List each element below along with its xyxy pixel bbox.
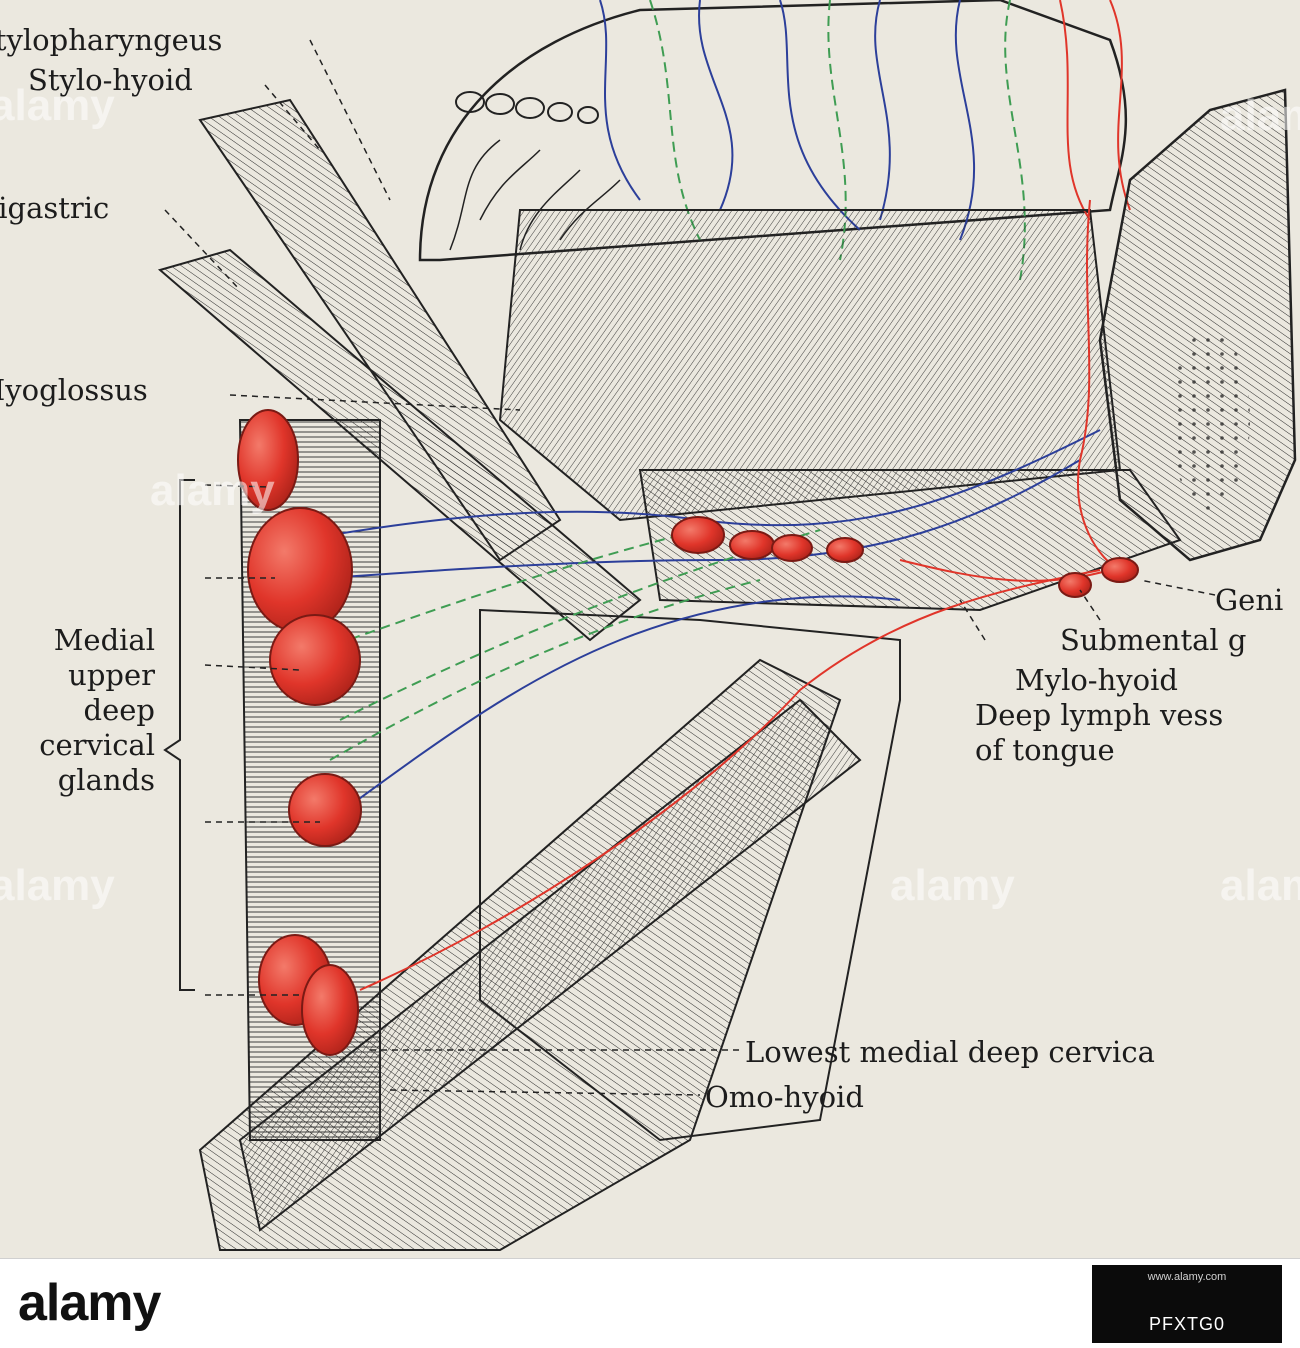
label-lowest: Lowest medial deep cervica: [745, 1035, 1155, 1069]
gland: [247, 507, 353, 633]
gland: [729, 530, 775, 560]
watermarks: alamy alamy alamy alamy alamy alamy: [0, 81, 1300, 910]
digastric-muscle: [157, 248, 642, 642]
gland: [288, 773, 362, 847]
label-stylopharyngeus: Stylopharyngeus: [0, 23, 222, 57]
gland: [671, 516, 725, 554]
gland: [301, 964, 359, 1056]
gland: [1101, 557, 1139, 583]
watermark: alamy: [0, 81, 115, 130]
gland: [771, 534, 813, 562]
label-mylo-hyoid: Mylo-hyoid: [1015, 663, 1178, 697]
label-submental: Submental g: [1060, 623, 1246, 657]
leader-lines: [164, 39, 1216, 1096]
label-glands: glands: [58, 763, 155, 797]
label-omo-hyoid: Omo-hyoid: [705, 1080, 864, 1114]
image-id: PFXTG0: [1148, 1314, 1225, 1334]
label-deep-lymph: Deep lymph vess: [975, 698, 1223, 732]
label-digastric: Digastric: [0, 191, 109, 225]
gland: [1058, 572, 1092, 598]
lymph-glands: [237, 409, 1139, 1056]
anatomical-plate: Stylopharyngeus Stylo-hyoid Digastric Hy…: [0, 0, 1300, 1251]
watermark: alamy: [150, 466, 275, 515]
label-genio: Geni: [1215, 583, 1283, 617]
label-stylo-hyoid: Stylo-hyoid: [28, 63, 193, 97]
gland: [269, 614, 361, 706]
stock-footer: alamy www.alamy.com PFXTG0: [0, 1258, 1300, 1348]
watermark: alamy: [890, 861, 1015, 910]
label-hyoglossus: Hyoglossus: [0, 373, 148, 407]
mandible-marrow: [1170, 330, 1250, 510]
label-upper: upper: [68, 658, 155, 692]
watermark: alamy: [1220, 861, 1300, 910]
label-bracket: [163, 479, 195, 991]
alamy-logo: alamy: [18, 1274, 161, 1332]
thyroid-cartilage: [479, 608, 901, 1142]
gland: [237, 409, 299, 511]
label-deep: deep: [84, 693, 155, 727]
gland: [826, 537, 864, 563]
label-of-tongue: of tongue: [975, 733, 1115, 767]
labels: Stylopharyngeus Stylo-hyoid Digastric Hy…: [0, 23, 1283, 1114]
label-cervical: cervical: [39, 728, 155, 762]
image-id-box: www.alamy.com PFXTG0: [1092, 1265, 1282, 1343]
label-medial: Medial: [54, 623, 155, 657]
watermark: alamy: [1220, 91, 1300, 140]
footer-url: www.alamy.com: [1147, 1271, 1227, 1283]
watermark: alamy: [0, 861, 115, 910]
tongue-vessels: [599, 0, 1131, 281]
tongue-glands-row: [455, 91, 599, 124]
